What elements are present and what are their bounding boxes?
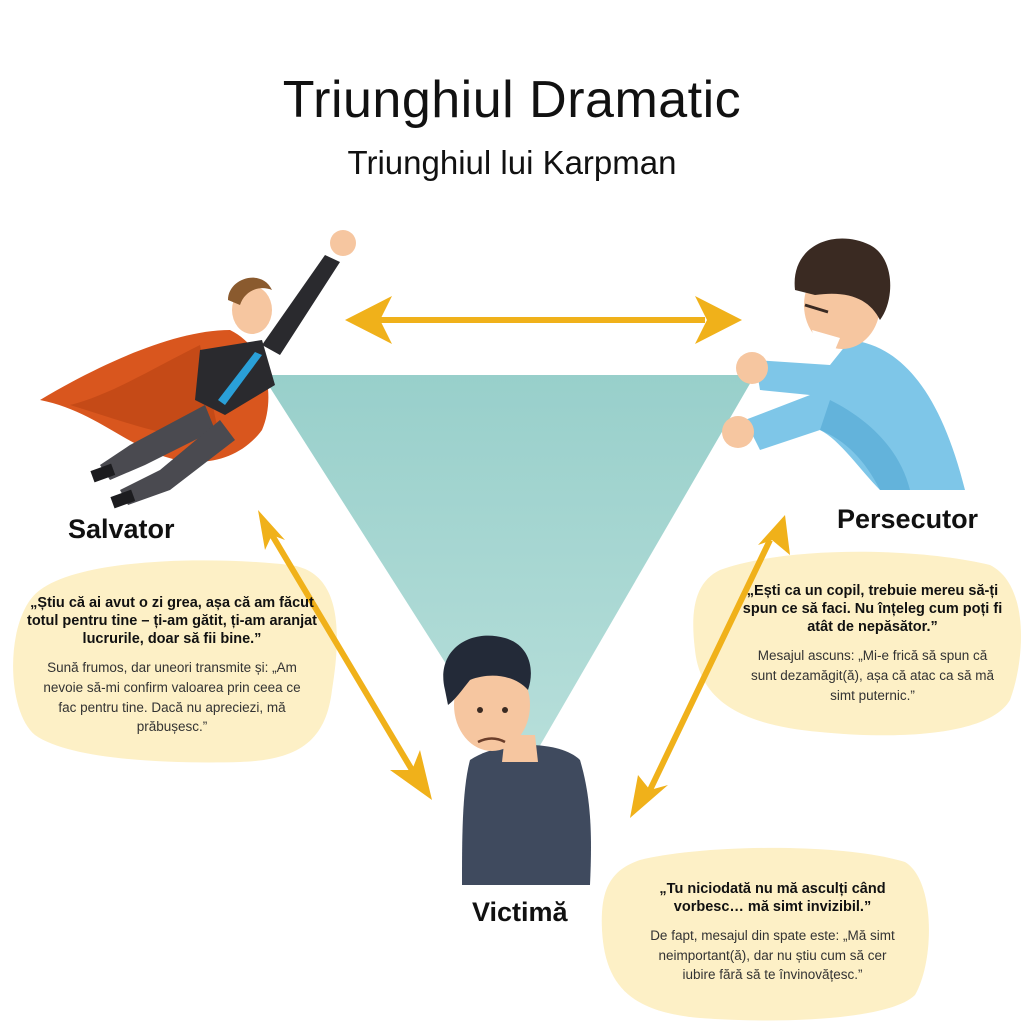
- page-subtitle: Triunghiul lui Karpman: [347, 144, 677, 181]
- bubble-victim-quote: „Tu niciodată nu mă asculți când vorbesc…: [659, 881, 886, 916]
- persecutor-figure: [722, 238, 965, 490]
- persecutor-fist-bottom: [722, 416, 754, 448]
- arrow-rescuer-victim: [258, 510, 432, 800]
- rescuer-arm: [262, 255, 340, 355]
- victim-head: [454, 659, 530, 751]
- bubble-rescuer-note: Sună frumos, dar uneori transmite și: „A…: [43, 660, 301, 735]
- rescuer-tie: [218, 352, 262, 405]
- victim-shirt: [462, 745, 591, 885]
- page-title: Triunghiul Dramatic: [282, 71, 742, 129]
- bubble-rescuer: „Știu că ai avut o zi grea, așa că am fă…: [22, 594, 322, 737]
- rescuer-hair: [228, 277, 272, 305]
- arrow-rescuer-persecutor: [345, 296, 742, 344]
- persecutor-fist-top: [736, 352, 768, 384]
- victim-hair: [443, 635, 531, 705]
- arrow-persecutor-victim: [630, 515, 790, 818]
- role-label-persecutor: Persecutor: [837, 504, 979, 534]
- rescuer-fist: [330, 230, 356, 256]
- bubble-persecutor-shape: [693, 551, 1022, 736]
- bubble-rescuer-shape: [13, 560, 337, 763]
- role-label-rescuer: Salvator: [68, 514, 175, 544]
- bubble-victim: „Tu niciodată nu mă asculți când vorbesc…: [635, 880, 910, 985]
- bubble-persecutor-note: Mesajul ascuns: „Mi-e frică să spun că s…: [750, 648, 995, 703]
- rescuer-figure: [40, 230, 356, 509]
- bubble-victim-shape: [601, 847, 929, 1021]
- drama-triangle: [262, 375, 755, 780]
- bubble-rescuer-quote: „Știu că ai avut o zi grea, așa că am fă…: [26, 595, 318, 648]
- bubble-persecutor-quote: „Ești ca un copil, trebuie mereu să-ți s…: [742, 583, 1003, 636]
- bubble-persecutor: „Ești ca un copil, trebuie mereu să-ți s…: [735, 582, 1010, 705]
- bubble-victim-note: De fapt, mesajul din spate este: „Mă sim…: [650, 928, 895, 983]
- victim-figure: [443, 635, 591, 885]
- role-label-victim: Victimă: [472, 897, 568, 927]
- persecutor-hair: [794, 238, 891, 320]
